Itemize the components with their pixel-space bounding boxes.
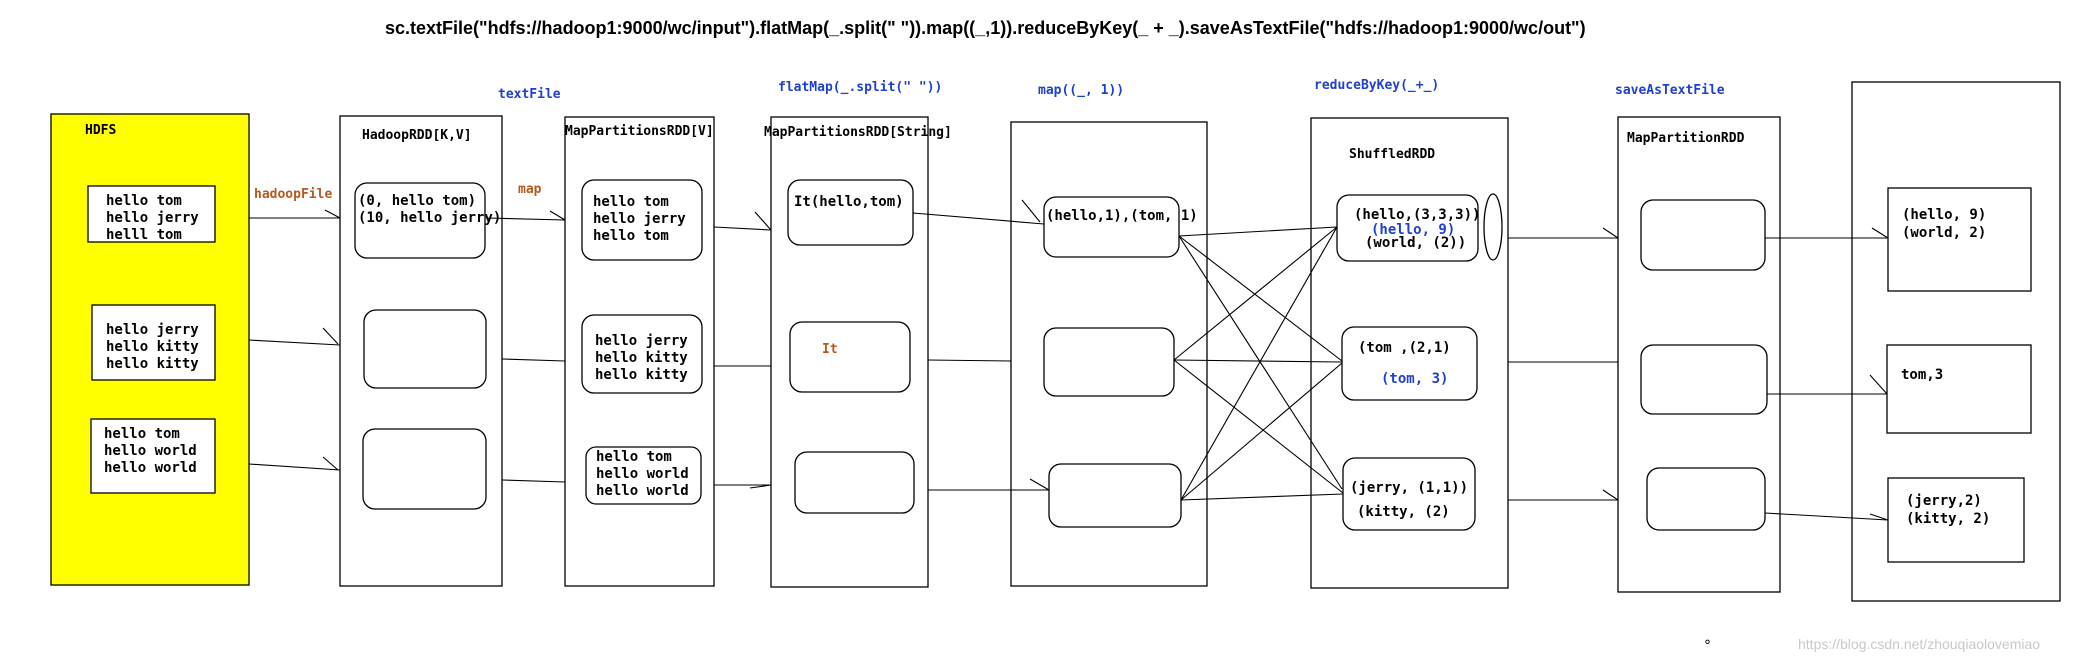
hadoop-rdd-label: HadoopRDD[K,V] — [362, 128, 472, 143]
hdfs-block-3: hello tom hello world hello world — [90, 418, 216, 494]
hdfs-block-2-line-1: hello jerry — [106, 322, 199, 338]
hdfs-block-2-line-3: hello kitty — [106, 356, 199, 372]
output-p1-line-1: (hello, 9) — [1902, 207, 1986, 223]
mp-rdd-v-p2-line-2: hello kitty — [595, 350, 688, 366]
stage-flatmap: flatMap(_.split(" ")) — [778, 80, 942, 95]
shuffled-p1-line-1: (hello,(3,3,3)) — [1354, 207, 1480, 223]
shuffled-p2-line-1: (tom ,(2,1) — [1358, 340, 1451, 356]
shuffled-rdd-partition-2: (tom ,(2,1) (tom, 3) — [1341, 326, 1478, 401]
hdfs-block-1-line-1: hello tom — [106, 193, 182, 209]
shuffled-rdd-column — [1310, 117, 1509, 589]
output-p3-line-2: (kitty, 2) — [1906, 511, 1990, 527]
output-p3-line-1: (jerry,2) — [1906, 493, 1982, 509]
output-p1-line-2: (world, 2) — [1902, 225, 1986, 241]
mp-rdd-v-column — [564, 116, 715, 587]
shuffled-rdd-label: ShuffledRDD — [1349, 147, 1435, 162]
map-rdd-column — [1010, 121, 1208, 587]
hadoop-rdd-partition-1: (0, hello tom) (10, hello jerry) — [354, 182, 501, 259]
shuffled-rdd-partition-1: (hello,(3,3,3)) (hello, 9) (world, (2)) — [1336, 193, 1503, 262]
connector-lines — [248, 199, 1889, 521]
mp-rdd-string-label: MapPartitionsRDD[String] — [764, 125, 952, 140]
map-partition-rdd-label: MapPartitionRDD — [1627, 131, 1745, 146]
stage-saveastextfile: saveAsTextFile — [1615, 83, 1725, 98]
shuffled-p1-line-2: (world, (2)) — [1365, 235, 1466, 251]
output-file-3: (jerry,2) (kitty, 2) — [1887, 477, 2025, 563]
stage-map: map((_, 1)) — [1038, 83, 1124, 98]
watermark: https://blog.csdn.net/zhouqiaolovemiao — [1798, 636, 2040, 652]
shuffled-rdd-partition-3: (jerry, (1,1)) (kitty, (2) — [1342, 457, 1476, 531]
map-partition-rdd-column — [1617, 116, 1781, 593]
shuffled-p3-line-1: (jerry, (1,1)) — [1350, 480, 1468, 496]
shuffled-p2-blue: (tom, 3) — [1381, 371, 1448, 387]
hdfs-block-3-line-3: hello world — [104, 460, 197, 476]
output-p2-line-1: tom,3 — [1901, 367, 1943, 383]
stray-mark: ° — [1704, 638, 1711, 654]
hdfs-block-1: hello tom hello jerry helll tom — [87, 185, 216, 243]
map-partition-rdd-partition-2 — [1640, 344, 1768, 415]
hdfs-block-2: hello jerry hello kitty hello kitty — [91, 304, 216, 381]
hdfs-block-1-line-2: hello jerry — [106, 210, 199, 226]
map-rdd-partition-1: (hello,1),(tom, 1) — [1043, 196, 1198, 258]
map-partition-rdd-partition-1 — [1640, 199, 1766, 271]
mp-rdd-v-p1-line-2: hello jerry — [593, 211, 686, 227]
mp-rdd-v-partition-2: hello jerry hello kitty hello kitty — [581, 314, 703, 394]
mp-rdd-v-p1-line-1: hello tom — [593, 194, 669, 210]
hadoop-rdd-column — [339, 115, 503, 587]
hdfs-block-3-line-1: hello tom — [104, 426, 180, 442]
hadoop-rdd-p1-line-2: (10, hello jerry) — [358, 210, 501, 226]
map-rdd-partition-2 — [1043, 327, 1175, 397]
mp-rdd-string-partition-2: It — [789, 321, 911, 393]
hadoop-rdd-partition-3 — [362, 428, 487, 510]
hdfs-label: HDFS — [85, 123, 116, 138]
mp-rdd-v-p2-line-3: hello kitty — [595, 367, 688, 383]
mp-rdd-v-p3-line-1: hello tom — [596, 449, 672, 465]
mp-rdd-string-p2-text: It — [822, 342, 838, 357]
hadoop-rdd-partition-2 — [363, 309, 487, 389]
mp-rdd-string-partition-3 — [794, 451, 915, 514]
mp-rdd-string-p1-text: It(hello,tom) — [794, 194, 904, 210]
mp-rdd-v-partition-3: hello tom hello world hello world — [585, 446, 702, 505]
hadoopfile-label: hadoopFile — [254, 187, 332, 202]
output-column — [1851, 81, 2061, 602]
mp-rdd-v-p3-line-3: hello world — [596, 483, 689, 499]
mp-rdd-v-partition-1: hello tom hello jerry hello tom — [581, 179, 703, 261]
output-file-1: (hello, 9) (world, 2) — [1887, 187, 2032, 292]
hdfs-block-1-line-3: helll tom — [106, 227, 182, 243]
mp-rdd-v-label: MapPartitionsRDD[V] — [565, 124, 714, 139]
hdfs-block-2-line-2: hello kitty — [106, 339, 199, 355]
code-title: sc.textFile("hdfs://hadoop1:9000/wc/inpu… — [385, 18, 1586, 38]
shuffled-p3-line-2: (kitty, (2) — [1357, 504, 1450, 520]
map-rdd-partition-3 — [1048, 463, 1182, 528]
mp-rdd-v-p3-line-2: hello world — [596, 466, 689, 482]
mp-rdd-v-p1-line-3: hello tom — [593, 228, 669, 244]
mp-rdd-v-p2-line-1: hello jerry — [595, 333, 688, 349]
shuffled-p1-blue: (hello, 9) — [1371, 222, 1455, 238]
mp-rdd-string-partition-1: It(hello,tom) — [787, 179, 914, 246]
hadoop-rdd-p1-line-1: (0, hello tom) — [358, 193, 476, 209]
mp-rdd-string-column — [770, 116, 929, 588]
stage-textfile: textFile — [498, 87, 561, 102]
stage-reducebykey: reduceByKey(_+_) — [1314, 78, 1439, 93]
map-rdd-p1-text: (hello,1),(tom, 1) — [1046, 208, 1198, 224]
map-partition-rdd-partition-3 — [1646, 467, 1766, 531]
output-file-2: tom,3 — [1886, 344, 2032, 434]
hdfs-block-3-line-2: hello world — [104, 443, 197, 459]
map-annotation: map — [518, 182, 542, 197]
